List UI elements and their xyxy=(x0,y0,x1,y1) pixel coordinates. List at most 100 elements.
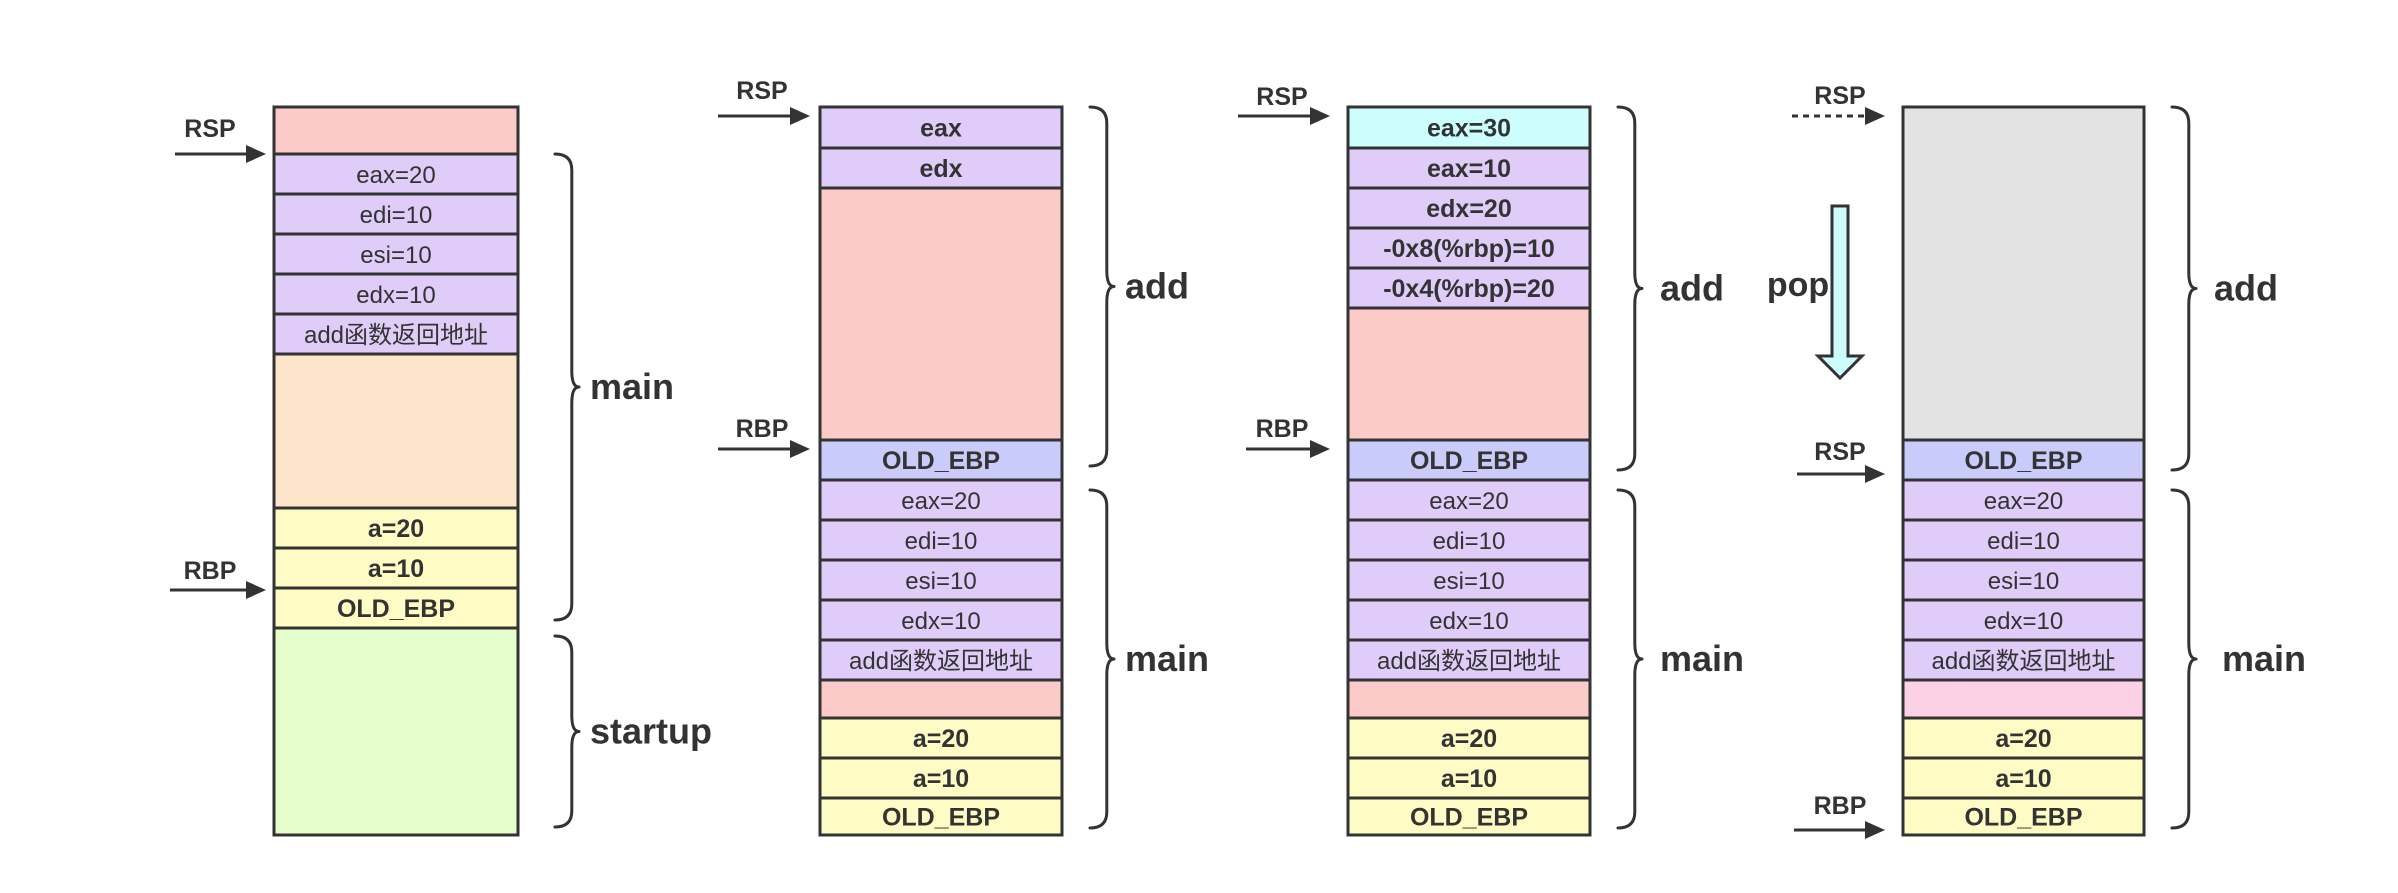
cell-label: OLD_EBP xyxy=(882,804,1000,832)
register-pointer: RSP xyxy=(1792,82,1885,125)
arrow-down-icon xyxy=(1814,204,1866,381)
cell-label: edi=10 xyxy=(1987,528,2060,555)
cell-box xyxy=(1901,105,2146,442)
cell-label: edx=10 xyxy=(356,282,435,309)
stack-cell: a=20 xyxy=(272,506,520,550)
register-pointer: RBP xyxy=(1794,792,1885,839)
cell-label: edx=20 xyxy=(1426,195,1512,223)
stack-cell xyxy=(818,186,1064,442)
cell-box xyxy=(1346,306,1592,442)
stack-cell xyxy=(1901,678,2146,720)
cell-label: eax xyxy=(920,115,962,143)
cell-box xyxy=(1346,678,1592,720)
brace-icon xyxy=(1088,105,1116,468)
arrow-right-icon xyxy=(246,581,266,599)
stack-cell: eax xyxy=(818,105,1064,150)
frame-label: startup xyxy=(590,711,712,752)
brace-icon xyxy=(553,634,581,829)
cell-box xyxy=(1346,518,1592,562)
cell-label: OLD_EBP xyxy=(1964,804,2082,832)
cell-label: esi=10 xyxy=(905,568,976,595)
arrow-right-icon xyxy=(790,440,810,458)
cell-label: edx=10 xyxy=(1984,608,2063,635)
cell-box xyxy=(272,586,520,630)
stack-cell: esi=10 xyxy=(1346,558,1592,602)
stack-cell: add函数返回地址 xyxy=(818,638,1064,682)
stack-cell: edx=10 xyxy=(818,598,1064,642)
cell-box xyxy=(1901,638,2146,682)
cell-label: edx=10 xyxy=(1429,608,1508,635)
cell-label: a=10 xyxy=(1995,765,2051,793)
frame-brace: add xyxy=(1088,105,1189,468)
cell-box xyxy=(1346,558,1592,602)
stack-cell: -0x4(%rbp)=20 xyxy=(1346,266,1592,310)
cell-label: -0x8(%rbp)=10 xyxy=(1383,235,1555,263)
register-pointer: RSP xyxy=(1797,438,1885,483)
cell-box xyxy=(1346,716,1592,760)
brace-icon xyxy=(2170,488,2198,830)
cell-label: esi=10 xyxy=(1988,568,2059,595)
cell-label: a=10 xyxy=(913,765,969,793)
cell-label: edi=10 xyxy=(905,528,978,555)
frame-label: add xyxy=(2214,268,2278,309)
stack-cell: edi=10 xyxy=(818,518,1064,562)
cell-label: a=10 xyxy=(1441,765,1497,793)
cell-label: edx xyxy=(919,155,962,183)
cell-box xyxy=(818,678,1064,720)
cell-label: a=20 xyxy=(913,725,969,753)
cell-label: add函数返回地址 xyxy=(1377,648,1561,675)
cell-box xyxy=(272,105,520,156)
cell-box xyxy=(818,598,1064,642)
register-pointer: RSP xyxy=(1238,83,1330,125)
stack-cell: edx=10 xyxy=(1901,598,2146,642)
stack-cell: a=10 xyxy=(818,756,1064,800)
cell-box xyxy=(272,506,520,550)
stack-cell: eax=20 xyxy=(272,152,520,196)
pointer-label: RBP xyxy=(1256,415,1309,443)
cell-label: eax=20 xyxy=(356,162,435,189)
brace-icon xyxy=(1088,488,1116,830)
arrow-right-icon xyxy=(1865,465,1885,483)
cell-label: eax=30 xyxy=(1427,115,1511,143)
register-pointer: RSP xyxy=(175,115,266,163)
cell-label: OLD_EBP xyxy=(882,447,1000,475)
cell-label: eax=20 xyxy=(901,488,980,515)
frame-label: main xyxy=(1660,638,1744,679)
cell-label: add函数返回地址 xyxy=(849,648,1033,675)
stack-cell: OLD_EBP xyxy=(1346,438,1592,482)
register-pointer: RBP xyxy=(718,415,810,458)
stack-cell: edx=20 xyxy=(1346,186,1592,230)
cell-label: add函数返回地址 xyxy=(304,322,488,349)
stack-cell: a=10 xyxy=(272,546,520,590)
frame-brace: main xyxy=(1088,488,1209,830)
stack-cell xyxy=(272,352,520,510)
cell-box xyxy=(1346,478,1592,522)
stack-cell xyxy=(272,626,520,837)
stack-cell: eax=30 xyxy=(1346,105,1592,150)
cell-label: OLD_EBP xyxy=(1410,447,1528,475)
pointer-label: RSP xyxy=(1256,83,1307,111)
pop-label: pop xyxy=(1767,266,1829,304)
brace-icon xyxy=(553,152,581,622)
stack-cell: edx=10 xyxy=(1346,598,1592,642)
stack-cell xyxy=(1346,306,1592,442)
stack-1: eax=20edi=10esi=10edx=10add函数返回地址a=20a=1… xyxy=(170,105,712,837)
stack-cell: esi=10 xyxy=(1901,558,2146,602)
stack-cell: OLD_EBP xyxy=(818,438,1064,482)
register-pointer: RBP xyxy=(170,557,266,599)
stack-cell: add函数返回地址 xyxy=(1346,638,1592,682)
frame-label: main xyxy=(590,366,674,407)
stack-cell xyxy=(1346,678,1592,720)
stack-cell: OLD_EBP xyxy=(818,796,1064,837)
cell-box xyxy=(818,756,1064,800)
cell-label: edi=10 xyxy=(360,202,433,229)
arrow-right-icon xyxy=(790,107,810,125)
stack-cell xyxy=(1901,105,2146,442)
cell-box xyxy=(818,186,1064,442)
stack-cell: a=20 xyxy=(818,716,1064,760)
cell-box xyxy=(272,626,520,837)
register-pointer: RBP xyxy=(1246,415,1330,458)
cell-box xyxy=(1346,796,1592,837)
frame-label: add xyxy=(1660,268,1724,309)
stack-cell: edi=10 xyxy=(1346,518,1592,562)
